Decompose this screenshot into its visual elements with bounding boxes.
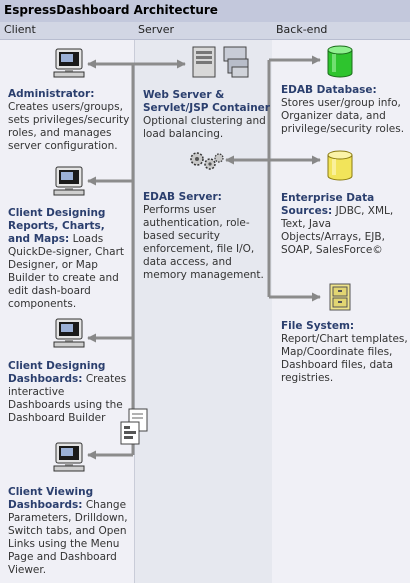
administrator-description: Administrator: Creates users/groups, set… bbox=[8, 88, 132, 153]
edab-database-body: Stores user/group info, Organizer data, … bbox=[281, 97, 405, 135]
document-stack-icon bbox=[120, 408, 148, 445]
backend-column bbox=[272, 40, 410, 583]
diagram-title: EspressDashboard Architecture bbox=[4, 3, 218, 17]
column-header-backend: Back-end bbox=[276, 23, 328, 36]
file-system-heading: File System: bbox=[281, 320, 355, 332]
designing-dashboards-heading: Client Designing Dashboards: bbox=[8, 360, 106, 385]
designing-dashboards-description: Client Designing Dashboards: Creates int… bbox=[8, 360, 128, 425]
file-system-description: File System: Report/Chart templates, Map… bbox=[281, 320, 408, 385]
database-cylinder-icon bbox=[327, 45, 353, 78]
edab-database-heading: EDAB Database: bbox=[281, 84, 377, 96]
gears-icon bbox=[190, 152, 224, 170]
column-header-client: Client bbox=[4, 23, 36, 36]
client-column bbox=[0, 40, 134, 583]
administrator-body: Creates users/groups, sets privileges/se… bbox=[8, 101, 130, 152]
file-cabinet-icon bbox=[329, 283, 351, 311]
designing-reports-heading: Client Designing Reports, Charts, and Ma… bbox=[8, 207, 106, 245]
administrator-heading: Administrator: bbox=[8, 88, 95, 100]
edab-server-heading: EDAB Server: bbox=[143, 191, 222, 203]
enterprise-sources-body: JDBC, XML, Text, Java Objects/Arrays, EJ… bbox=[281, 205, 394, 256]
viewing-dashboards-description: Client Viewing Dashboards: Change Parame… bbox=[8, 486, 128, 577]
column-header-row: Client Server Back-end bbox=[0, 22, 410, 40]
computer-monitor-icon bbox=[53, 166, 85, 196]
designing-reports-description: Client Designing Reports, Charts, and Ma… bbox=[8, 207, 130, 311]
designing-reports-body: Loads QuickDe-signer, Chart Designer, or… bbox=[8, 233, 125, 310]
enterprise-sources-description: Enterprise Data Sources: JDBC, XML, Text… bbox=[281, 192, 408, 257]
server-column bbox=[134, 40, 274, 583]
computer-monitor-icon bbox=[53, 48, 85, 78]
database-cylinder-icon bbox=[327, 150, 353, 181]
title-bar: EspressDashboard Architecture bbox=[0, 0, 410, 23]
server-tower-icon bbox=[192, 46, 249, 78]
web-server-body: Optional clustering and load balancing. bbox=[143, 115, 266, 140]
edab-database-description: EDAB Database: Stores user/group info, O… bbox=[281, 84, 408, 136]
computer-monitor-icon bbox=[53, 442, 85, 472]
computer-monitor-icon bbox=[53, 318, 85, 348]
viewing-dashboards-heading: Client Viewing Dashboards: bbox=[8, 486, 94, 511]
edab-server-description: EDAB Server: Performs user authenticatio… bbox=[143, 191, 271, 282]
edab-server-body: Performs user authentication, role-based… bbox=[143, 204, 264, 281]
viewing-dashboards-body: Change Parameters, Drilldown, Switch tab… bbox=[8, 499, 128, 576]
enterprise-sources-heading: Enterprise Data Sources: bbox=[281, 192, 375, 217]
column-header-server: Server bbox=[138, 23, 175, 36]
designing-dashboards-body: Creates interactive Dashboards using the… bbox=[8, 373, 127, 424]
web-server-heading: Web Server & Servlet/JSP Container bbox=[143, 89, 270, 114]
web-server-description: Web Server & Servlet/JSP Container Optio… bbox=[143, 89, 271, 141]
file-system-body: Report/Chart templates, Map/Coordinate f… bbox=[281, 333, 408, 384]
